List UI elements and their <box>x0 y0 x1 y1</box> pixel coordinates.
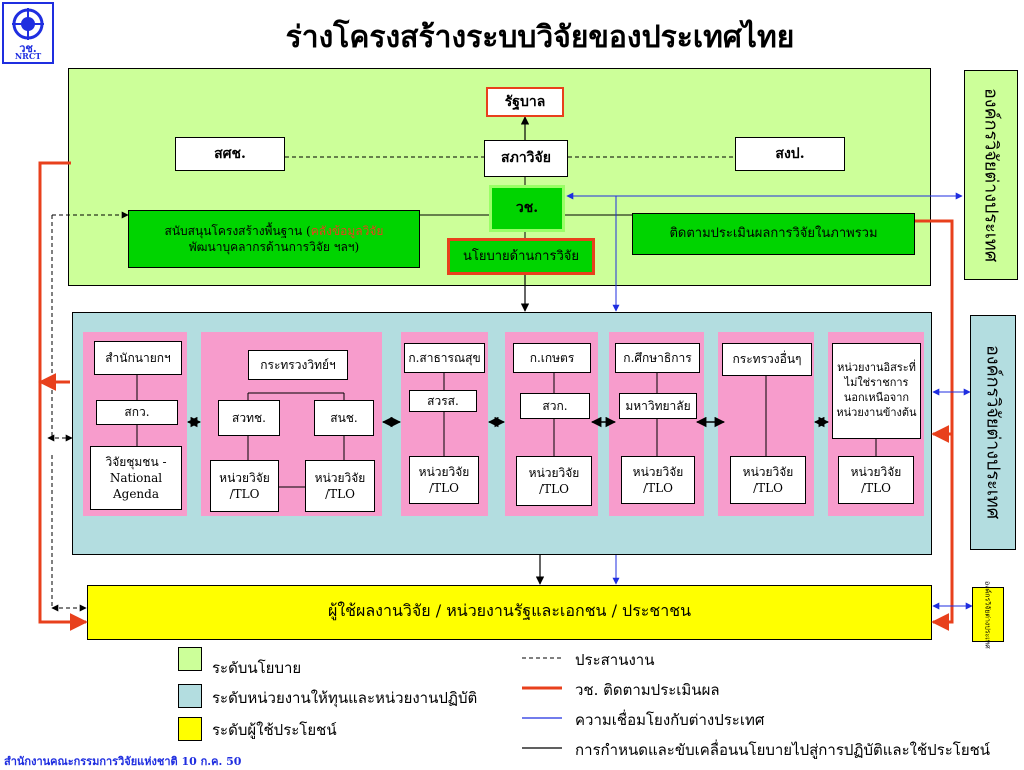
legend-intl-link: ความเชื่อมโยงกับต่างประเทศ <box>575 711 765 729</box>
agri-ministry-box: ก.เกษตร <box>513 343 591 373</box>
intl-org-funding-level: องค์กรวิจัยต่างประเทศ <box>970 315 1016 550</box>
nesdb-box: สศช. <box>175 137 285 171</box>
health-research-unit: หน่วยวิจัย /TLO <box>409 456 479 504</box>
other-research-unit: หน่วยวิจัย /TLO <box>730 456 806 504</box>
nstda-box: สวทช. <box>218 400 280 436</box>
most-box: กระทรวงวิทย์ฯ <box>248 350 348 380</box>
legend-coordinate: ประสานงาน <box>575 651 655 669</box>
research-data-warehouse-text: คลังข้อมูลวิจัย <box>310 223 384 238</box>
independent-research-unit: หน่วยวิจัย /TLO <box>838 456 914 504</box>
support-text-post: พัฒนาบุคลากรด้านการวิจัย ฯลฯ) <box>188 240 360 254</box>
pm-office-box: สำนักนายกฯ <box>94 341 182 375</box>
community-research-box: วิจัยชุมชน - National Agenda <box>90 446 182 510</box>
nia-box: สนช. <box>314 400 374 436</box>
intl-org-label-3: องค์กรวิจัยต่างประเทศ <box>983 580 992 649</box>
intl-org-user-level: องค์กรวิจัยต่างประเทศ <box>972 581 1004 648</box>
user-level-panel <box>87 585 932 640</box>
infrastructure-support-box: สนับสนุนโครงสร้างพื้นฐาน (คลังข้อมูลวิจั… <box>128 210 420 268</box>
support-text-pre: สนับสนุนโครงสร้างพื้นฐาน ( <box>164 223 311 238</box>
budget-bureau-box: สงป. <box>735 137 845 171</box>
intl-org-policy-level: องค์กรวิจัยต่างประเทศ <box>964 70 1018 280</box>
government-box: รัฐบาล <box>486 87 564 117</box>
overall-evaluation-box: ติดตามประเมินผลการวิจัยในภาพรวม <box>632 213 915 255</box>
logo-emblem-icon <box>12 8 44 40</box>
agri-research-unit: หน่วยวิจัย /TLO <box>516 456 592 506</box>
logo-text-thai: วช. <box>19 42 37 55</box>
legend-drive: การกำหนดและขับเคลื่อนนโยบายไปสู่การปฏิบั… <box>575 741 991 759</box>
hsri-box: สวรส. <box>409 390 477 412</box>
edu-research-unit: หน่วยวิจัย /TLO <box>621 456 695 504</box>
legend-monitor: วช. ติดตามประเมินผล <box>575 681 720 699</box>
page-title: ร่างโครงสร้างระบบวิจัยของประเทศไทย <box>285 20 795 55</box>
trf-box: สกว. <box>96 400 178 425</box>
edu-ministry-box: ก.ศึกษาธิการ <box>615 343 700 373</box>
arda-box: สวก. <box>520 393 590 419</box>
intl-org-label-1: องค์กรวิจัยต่างประเทศ <box>980 87 1002 263</box>
legend-user-level: ระดับผู้ใช้ประโยชน์ <box>212 721 337 739</box>
nrct-logo: วช. NRCT <box>2 2 54 64</box>
logo-text-eng: NRCT <box>14 51 42 61</box>
legend-funding-level: ระดับหน่วยงานให้ทุนและหน่วยงานปฏิบัติ <box>212 689 478 707</box>
research-users-label: ผู้ใช้ผลงานวิจัย / หน่วยงานรัฐและเอกชน /… <box>327 601 692 620</box>
legend-swatch-policy <box>178 647 202 671</box>
research-policy-box: นโยบายด้านการวิจัย <box>447 238 595 275</box>
council-box: สภาวิจัย <box>484 140 568 177</box>
most-research-unit-2: หน่วยวิจัย /TLO <box>305 460 375 512</box>
most-research-unit-1: หน่วยวิจัย /TLO <box>210 460 279 512</box>
independent-agency-box: หน่วยงานอิสระที่ ไม่ใช่ราชการ นอกเหนือจา… <box>832 343 921 439</box>
nrct-box: วช. <box>489 185 565 232</box>
legend-swatch-user <box>178 717 202 741</box>
legend-policy-level: ระดับนโยบาย <box>212 659 302 677</box>
intl-org-label-2: องค์กรวิจัยต่างประเทศ <box>982 345 1004 520</box>
footer-text: สำนักงานคณะกรรมการวิจัยแห่งชาติ 10 ก.ค. … <box>4 755 242 768</box>
health-ministry-box: ก.สาธารณสุข <box>404 343 485 373</box>
university-box: มหาวิทยาลัย <box>619 393 697 419</box>
legend-swatch-funding <box>178 684 202 708</box>
other-ministries-box: กระทรวงอื่นๆ <box>722 343 812 376</box>
